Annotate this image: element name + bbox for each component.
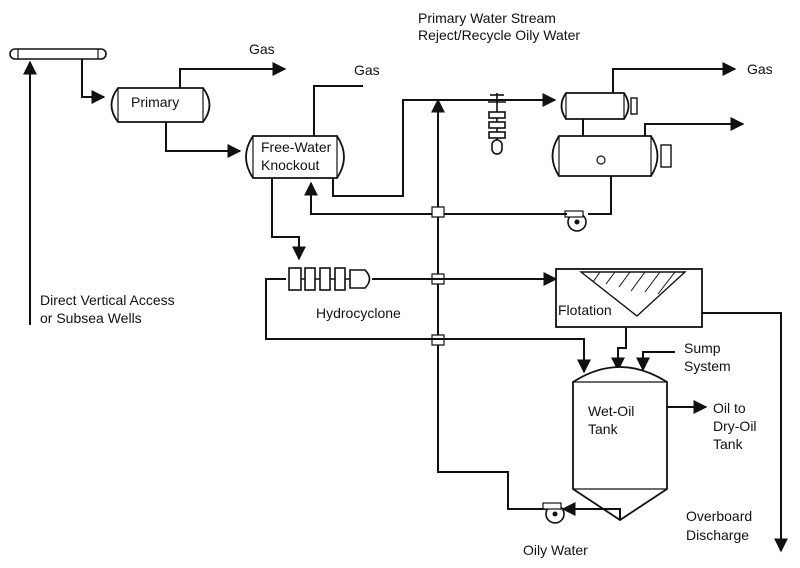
legend-primary-water: Primary Water Stream [418, 10, 556, 26]
wet-oil-tank [572, 366, 668, 522]
wetoil-label-line1: Wet-Oil [588, 403, 635, 419]
overboard-label-line1: Overboard [686, 508, 753, 524]
oily-water-pump [542, 502, 565, 524]
primary-gas-label: Gas [249, 41, 275, 57]
fwko-water-line [271, 178, 306, 261]
manifold-to-primary-line [81, 59, 106, 104]
flotation-label: Flotation [558, 302, 612, 318]
wells-label-line1: Direct Vertical Access [40, 292, 175, 308]
oil-label-line2: Dry-Oil [713, 418, 757, 434]
upper-gas-line [612, 62, 737, 93]
overboard-label-line2: Discharge [686, 527, 750, 543]
sump-label-line1: Sump [684, 340, 721, 356]
treater-outlet-line [644, 117, 745, 136]
flotation-oil-line [611, 327, 627, 372]
primary-gas-line [179, 62, 287, 88]
wells-label-line2: or Subsea Wells [40, 310, 142, 326]
treater-water-line [588, 176, 612, 215]
wellhead-manifold [9, 48, 107, 60]
primary-separator [110, 87, 211, 123]
primary-to-fwko-line [165, 122, 242, 158]
oil-label-line3: Tank [713, 436, 743, 452]
primary-label: Primary [131, 94, 180, 110]
upper-gas-label: Gas [747, 61, 773, 77]
inline-heater [488, 93, 506, 155]
hydrocyclone-reject-line [265, 278, 591, 374]
hydrocyclone-label: Hydrocyclone [316, 305, 401, 321]
legend-reject-recycle: Reject/Recycle Oily Water [418, 27, 581, 43]
recycle-to-fwko-line [304, 181, 567, 215]
wetoil-label-line2: Tank [588, 421, 618, 437]
fwko-gas-line [313, 85, 363, 136]
oil-label-line1: Oil to [713, 400, 746, 416]
fwko-oil-line [332, 93, 557, 197]
tank-bottom-line [561, 502, 621, 520]
sump-line [636, 351, 675, 372]
fwko-label-line2: Knockout [261, 157, 320, 173]
fwko-label-line1: Free-Water [261, 139, 332, 155]
fwko-gas-label: Gas [354, 62, 380, 78]
water-collector-line [431, 98, 567, 510]
hydrocyclone-unit [288, 267, 371, 291]
treater-vessel [551, 135, 672, 177]
oily-water-label: Oily Water [523, 542, 588, 558]
overboard-discharge-line [702, 312, 788, 553]
flotation-unit [555, 268, 703, 328]
dehydrator-vessel [560, 92, 638, 120]
sump-label-line2: System [684, 358, 731, 374]
free-water-knockout-vessel [245, 135, 345, 179]
recycle-pump [564, 210, 587, 232]
